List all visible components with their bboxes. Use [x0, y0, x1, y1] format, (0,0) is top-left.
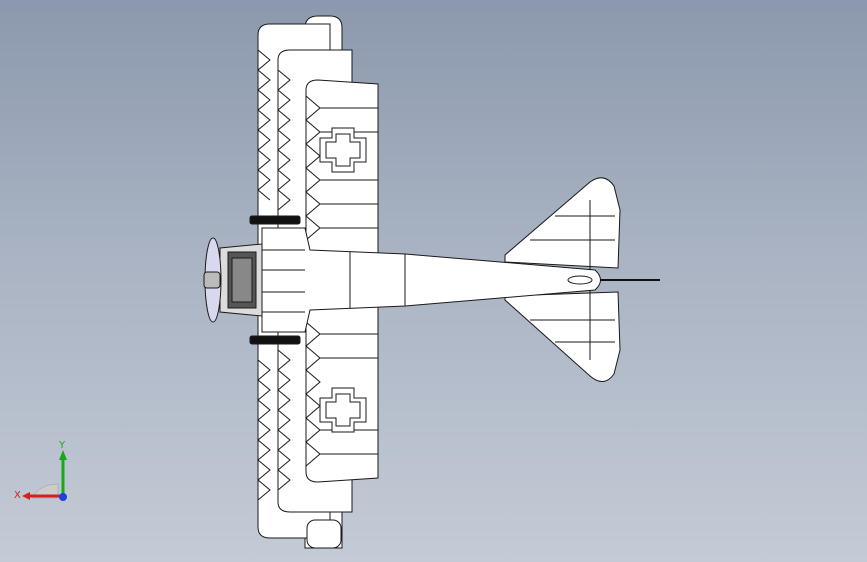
horizontal-stabilizer: [504, 177, 621, 382]
machine-guns: [249, 215, 301, 345]
tail-skid: [567, 275, 593, 285]
upper-wing-ribs-bottom: [257, 359, 271, 501]
propeller: [203, 237, 222, 323]
lower-wing-ribs-top: [305, 95, 321, 241]
x-axis-label: X: [14, 490, 21, 501]
middle-wing-ribs-bottom: [277, 349, 291, 491]
upper-wing-ribs-top: [257, 49, 271, 201]
middle-wing-ribs-top: [277, 69, 291, 211]
aileron-bottom-tip: [306, 519, 342, 549]
lower-wing-ribs-bottom: [305, 321, 321, 467]
z-axis: [59, 493, 67, 501]
fuselage: [261, 227, 601, 333]
coordinate-triad-icon: Y X: [14, 440, 67, 501]
engine-cowling: [219, 243, 263, 317]
stabilizer-lower: [504, 291, 621, 382]
fuselage-body: [261, 227, 601, 333]
y-axis-label: Y: [58, 440, 66, 451]
stabilizer-upper: [504, 177, 621, 269]
